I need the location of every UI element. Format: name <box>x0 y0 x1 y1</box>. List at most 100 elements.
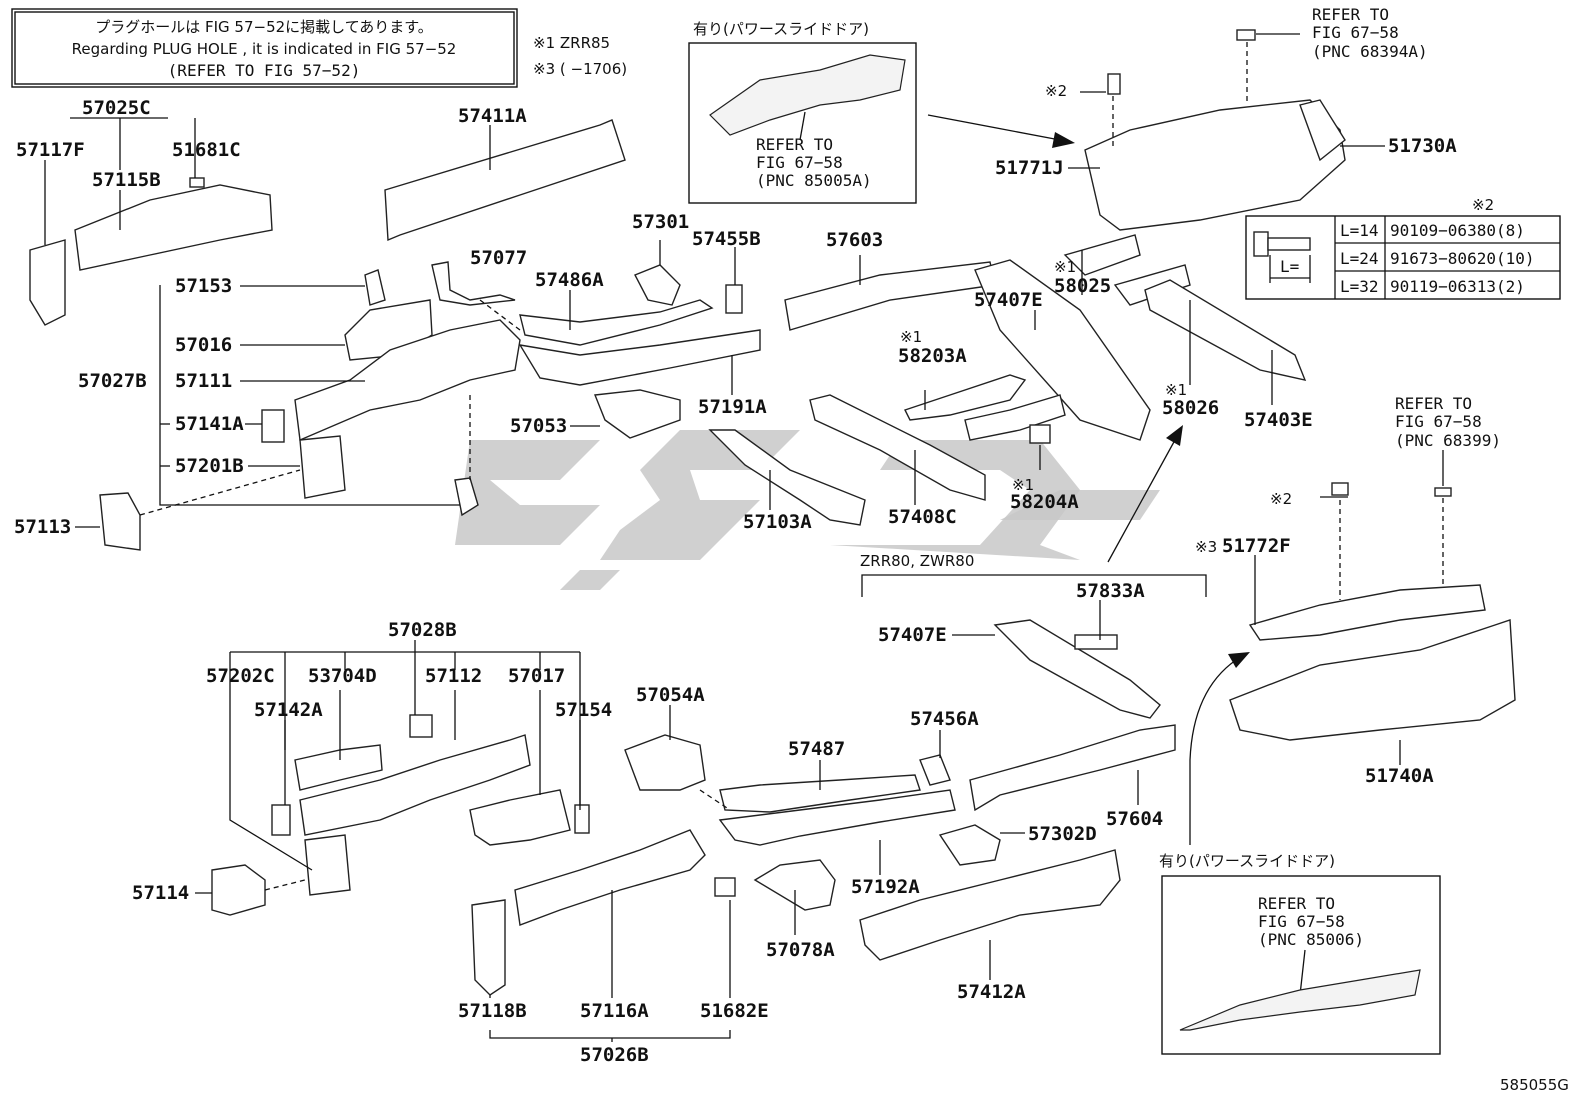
svg-text:(PNC 85006): (PNC 85006) <box>1258 930 1364 949</box>
bolt-icon: L= <box>1253 231 1311 283</box>
part-label: 51771J <box>995 157 1064 179</box>
svg-text:Regarding PLUG HOLE , it is in: Regarding PLUG HOLE , it is indicated in… <box>72 40 457 58</box>
part-label: 57487 <box>788 738 845 760</box>
part-label: 51730A <box>1388 135 1457 157</box>
part-label: 57028B <box>388 619 457 641</box>
svg-text:L=32: L=32 <box>1340 277 1379 296</box>
flow-arrows <box>927 114 1250 845</box>
svg-text:FIG 67−58: FIG 67−58 <box>1395 412 1482 431</box>
figure-id: 585055G <box>1500 1076 1569 1094</box>
svg-text:90119−06313(2): 90119−06313(2) <box>1390 277 1525 296</box>
svg-text:※2: ※2 <box>1472 196 1494 214</box>
part-label: 57117F <box>16 139 85 161</box>
part-label: 57302D <box>1028 823 1097 845</box>
part-label: 57202C <box>206 665 275 687</box>
svg-text:91673−80620(10): 91673−80620(10) <box>1390 249 1535 268</box>
svg-text:※1: ※1 <box>1012 476 1034 494</box>
part-label: 57411A <box>458 105 527 127</box>
part-label: 51772F <box>1222 535 1291 557</box>
svg-text:L=24: L=24 <box>1340 249 1379 268</box>
svg-text:REFER TO: REFER TO <box>1312 5 1389 24</box>
part-label: 57191A <box>698 396 767 418</box>
part-label: 57301 <box>632 211 689 233</box>
leader-lines <box>44 91 1401 1042</box>
part-label: 57455B <box>692 228 761 250</box>
svg-text:※3 ( −1706): ※3 ( −1706) <box>533 60 627 78</box>
svg-text:※1: ※1 <box>900 328 922 346</box>
part-label: 57017 <box>508 665 565 687</box>
part-label: 58203A <box>898 345 967 367</box>
svg-text:※3: ※3 <box>1195 538 1217 556</box>
svg-text:有り(パワースライドドア): 有り(パワースライドドア) <box>693 20 869 38</box>
part-label: 57154 <box>555 699 612 721</box>
part-label: 57111 <box>175 370 232 392</box>
svg-text:FIG 67−58: FIG 67−58 <box>1312 23 1399 42</box>
part-label: 57201B <box>175 455 244 477</box>
part-label: 58026 <box>1162 397 1219 419</box>
svg-text:※1: ※1 <box>1054 258 1076 276</box>
part-label: 57407E <box>974 289 1043 311</box>
refer-to-68399: REFER TO FIG 67−58 (PNC 68399) <box>1395 394 1501 600</box>
part-label: 57118B <box>458 1000 527 1022</box>
part-label: 57456A <box>910 708 979 730</box>
part-label: 57026B <box>580 1044 649 1066</box>
part-label: 57412A <box>957 981 1026 1003</box>
part-label: 57054A <box>636 684 705 706</box>
part-label: 57113 <box>14 516 71 538</box>
svg-text:※2: ※2 <box>1045 82 1067 100</box>
svg-text:FIG 67−58: FIG 67−58 <box>1258 912 1345 931</box>
part-label: 53704D <box>308 665 377 687</box>
part-drawings <box>29 73 1516 996</box>
variant-bracket: ZRR80, ZWR80 <box>860 552 1207 597</box>
part-label: 57403E <box>1244 409 1313 431</box>
legend-notes: ※1 ZRR85 ※3 ( −1706) <box>533 34 627 78</box>
part-label: 57078A <box>766 939 835 961</box>
part-label: 58025 <box>1054 275 1111 297</box>
part-label: 57053 <box>510 415 567 437</box>
part-label: 57486A <box>535 269 604 291</box>
svg-text:(PNC 68394A): (PNC 68394A) <box>1312 42 1428 61</box>
svg-text:L=14: L=14 <box>1340 221 1379 240</box>
svg-text:有り(パワースライドドア): 有り(パワースライドドア) <box>1159 852 1335 870</box>
refer-to-68394A: REFER TO FIG 67−58 (PNC 68394A) <box>1236 5 1428 105</box>
ref-box-power-slide-door-bottom: 有り(パワースライドドア) REFER TO FIG 67−58 (PNC 85… <box>1159 852 1441 1055</box>
part-label: 51740A <box>1365 765 1434 787</box>
ref-box-power-slide-door-top: 有り(パワースライドドア) REFER TO FIG 67−58 (PNC 85… <box>688 20 917 204</box>
svg-text:※1: ※1 <box>1165 381 1187 399</box>
part-label: 58204A <box>1010 491 1079 513</box>
part-label: 57077 <box>470 247 527 269</box>
plug-hole-note: プラグホールは FIG 57−52に掲載してあります。 Regarding PL… <box>11 8 518 88</box>
svg-text:プラグホールは FIG 57−52に掲載してあります。: プラグホールは FIG 57−52に掲載してあります。 <box>95 18 433 36</box>
part-labels: 57025C 57117F 51681C 57115B 57411A 57153… <box>14 82 1457 1066</box>
part-label: 57153 <box>175 275 232 297</box>
svg-text:REFER TO: REFER TO <box>756 135 833 154</box>
part-label: 57407E <box>878 624 947 646</box>
svg-text:※1 ZRR85: ※1 ZRR85 <box>533 34 610 52</box>
part-label: 51681C <box>172 139 241 161</box>
part-label: 57408C <box>888 506 957 528</box>
part-label: 51682E <box>700 1000 769 1022</box>
svg-text:REFER TO: REFER TO <box>1395 394 1472 413</box>
part-label: 57027B <box>78 370 147 392</box>
svg-text:(PNC 68399): (PNC 68399) <box>1395 431 1501 450</box>
part-label: 57833A <box>1076 580 1145 602</box>
svg-text:(PNC 85005A): (PNC 85005A) <box>756 171 872 190</box>
part-label: 57141A <box>175 413 244 435</box>
part-label: 57115B <box>92 169 161 191</box>
svg-text:※2: ※2 <box>1270 490 1292 508</box>
part-label: 57114 <box>132 882 189 904</box>
bolt-table: ※2 L= L=14 90109−06380(8) L=24 91673−806… <box>1245 196 1561 300</box>
part-label: 57103A <box>743 511 812 533</box>
part-label: 57603 <box>826 229 883 251</box>
svg-text:ZRR80, ZWR80: ZRR80, ZWR80 <box>860 552 974 570</box>
svg-text:FIG 67−58: FIG 67−58 <box>756 153 843 172</box>
part-label: 57025C <box>82 97 151 119</box>
svg-text:(REFER TO FIG 57−52): (REFER TO FIG 57−52) <box>168 61 361 80</box>
part-label: 57192A <box>851 876 920 898</box>
part-label: 57112 <box>425 665 482 687</box>
svg-text:L=: L= <box>1280 257 1299 276</box>
part-label: 57604 <box>1106 808 1163 830</box>
part-label: 57142A <box>254 699 323 721</box>
part-label: 57016 <box>175 334 232 356</box>
